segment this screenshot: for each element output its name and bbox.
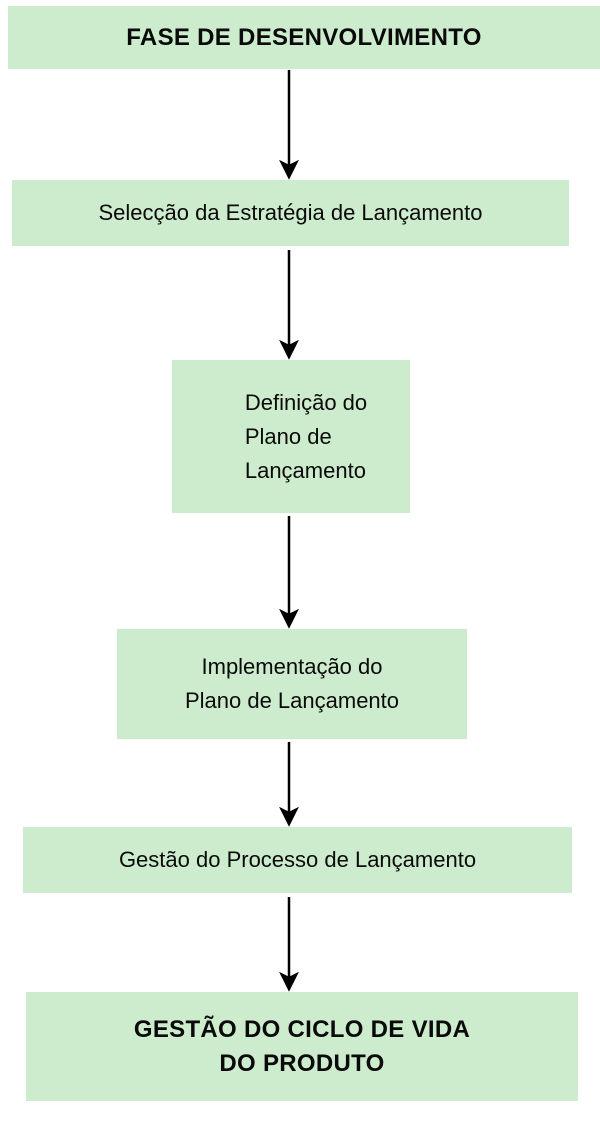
step-launch-plan-definition: Definição do Plano de Lançamento [172, 360, 410, 513]
step-launch-plan-implementation: Implementação do Plano de Lançamento [117, 629, 467, 739]
step-development-phase: FASE DE DESENVOLVIMENTO [8, 6, 600, 69]
step-launch-process-management: Gestão do Processo de Lançamento [23, 827, 572, 893]
step-launch-strategy-label: Selecção da Estratégia de Lançamento [98, 200, 483, 225]
step-development-phase-label: FASE DE DESENVOLVIMENTO [126, 23, 482, 51]
step-product-lifecycle: GESTÃO DO CICLO DE VIDA DO PRODUTO [26, 992, 578, 1101]
step-launch-process-management-label: Gestão do Processo de Lançamento [118, 847, 477, 872]
step-launch-plan-implementation-label: Implementação do Plano de Lançamento [184, 654, 400, 713]
step-product-lifecycle-label: GESTÃO DO CICLO DE VIDA DO PRODUTO [133, 1015, 471, 1077]
step-launch-plan-definition-label: Definição do Plano de Lançamento [244, 389, 368, 483]
step-launch-strategy: Selecção da Estratégia de Lançamento [12, 180, 569, 246]
